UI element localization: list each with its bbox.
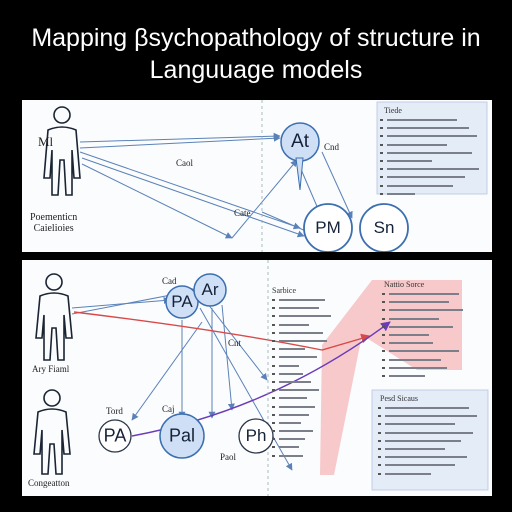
edge-label-cad: Cad [162, 276, 177, 286]
figure-2-caption: Congeatton [28, 478, 70, 488]
edge-label-cate: Cate [234, 208, 251, 218]
top-list-box [376, 101, 488, 195]
node-circle-ph [238, 418, 274, 454]
person-figure-icon [43, 106, 81, 196]
node-circle-pal [159, 413, 205, 459]
person-figure-icon [35, 273, 73, 361]
figure-1-caption: Ary Fiaml [32, 364, 70, 374]
node-circle-pa-bottom [98, 419, 132, 453]
edge-label-caj: Caj [162, 404, 175, 414]
page-title: Mapping βsychopathology of structure in … [0, 22, 512, 86]
top-text-list [380, 116, 479, 198]
red-arrow [73, 311, 371, 351]
node-label-pal: Pal [168, 425, 196, 446]
node-label-ar: Ar [201, 280, 219, 299]
edge-label-cnt: Cnt [228, 338, 242, 348]
title-line-1: Mapping βsychopathology of structure in [31, 24, 481, 52]
list-1-heading: Sarbice [272, 286, 296, 295]
node-circle-ar [193, 273, 227, 307]
highlight-region [320, 280, 462, 475]
title-line-2: Languuage models [149, 56, 363, 84]
node-circle-pa-top [165, 285, 199, 319]
node-label-pa-bottom: PA [103, 425, 127, 446]
list-3-heading: Pesd Sicaus [380, 394, 418, 403]
list-1-text [272, 296, 331, 460]
top-connections [43, 100, 488, 252]
edge-label-tord: Tord [106, 406, 123, 416]
edge-label-paol: Paol [220, 452, 237, 462]
node-label-sn: Sn [373, 218, 395, 237]
list-2-text [382, 290, 463, 380]
node-label-pm: PM [315, 218, 341, 237]
top-diagram-panel: At PM Sn Ml Poementicn Caielioies Caol C… [22, 100, 492, 252]
node-label-pa-top: PA [171, 292, 193, 311]
list-3-text [378, 404, 477, 478]
person-figure-icon [33, 389, 71, 475]
top-list-heading: Tiede [384, 106, 402, 115]
node-circle-pm [303, 203, 353, 252]
bottom-diagram-panel: PA Ar PA Pal Ph Ary Fiaml Congeatton Cad… [22, 260, 492, 496]
node-label-ph: Ph [245, 426, 267, 445]
list-2-heading: Nattio Sorce [384, 280, 425, 289]
figure-label: Ml [38, 134, 54, 149]
bottom-arrows [71, 287, 293, 471]
edge-label-cnd: Cnd [324, 142, 340, 152]
node-label-at: At [291, 131, 309, 152]
top-figure-caption: Poementicn Caielioies [30, 212, 78, 234]
edge-label-caol: Caol [176, 158, 193, 168]
node-circle-sn [359, 203, 409, 252]
